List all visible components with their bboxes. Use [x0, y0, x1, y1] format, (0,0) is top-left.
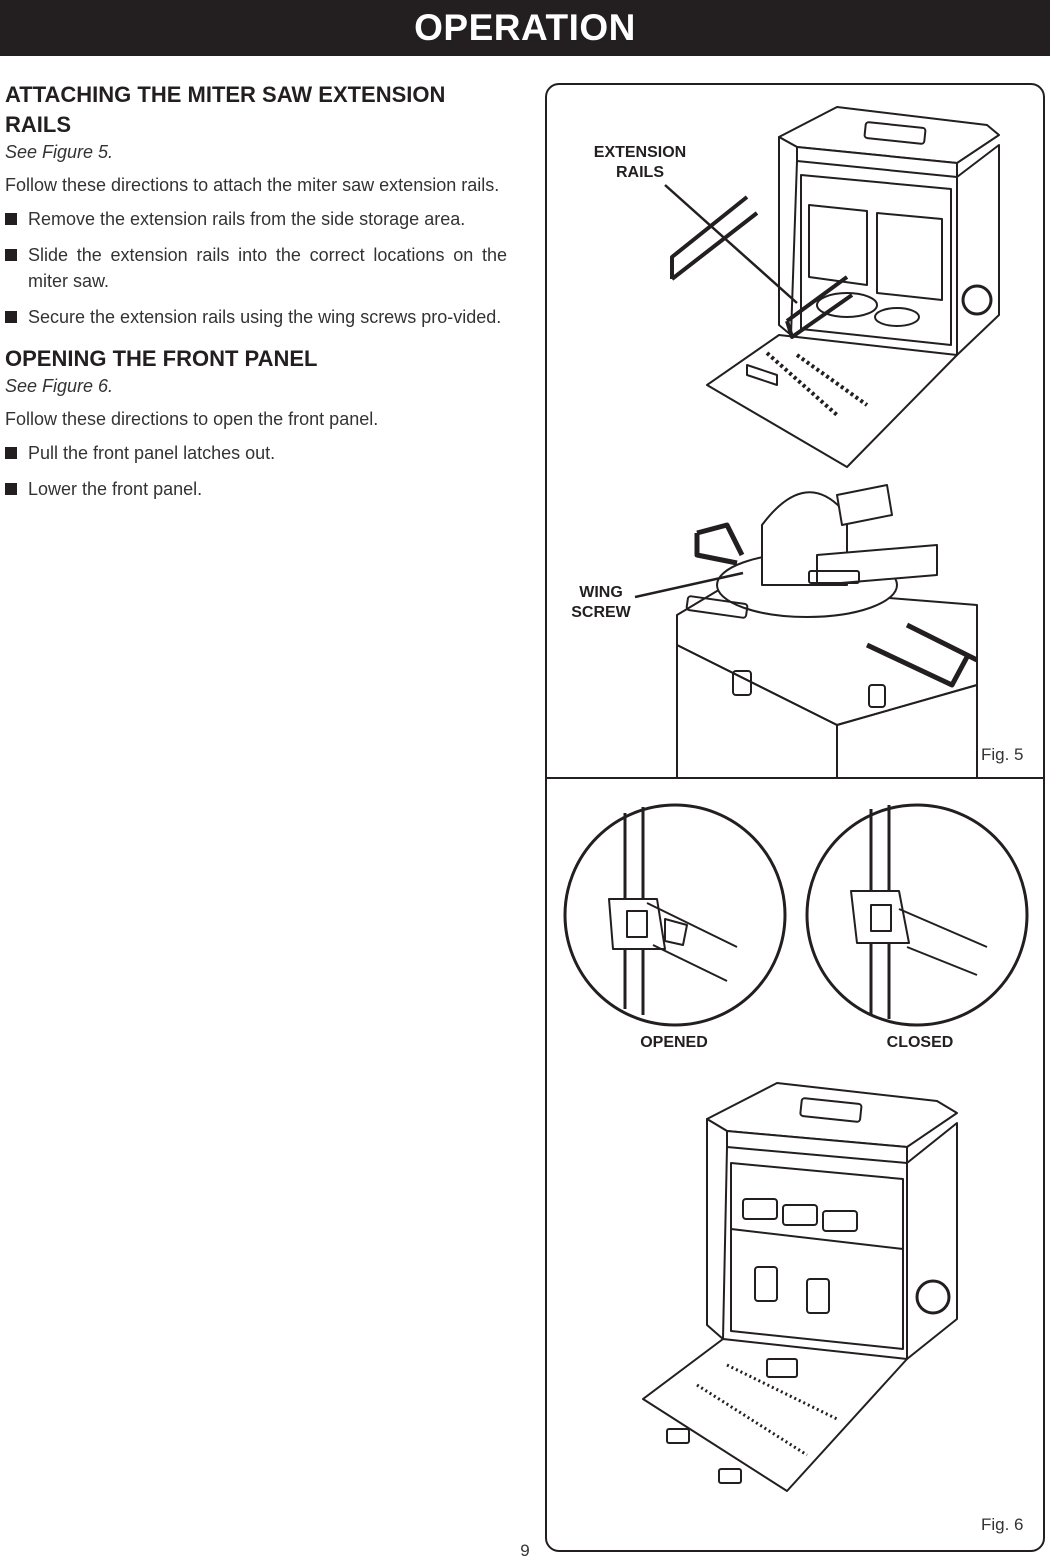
list-item: Remove the extension rails from the side…	[5, 206, 507, 232]
bullet-text: Lower the front panel.	[28, 479, 203, 499]
bullet-text: Remove the extension rails from the side…	[28, 209, 466, 229]
extension-rails-callout: EXTENSION RAILS	[593, 144, 687, 181]
figure-6-illustration	[563, 803, 1029, 1492]
header-title: OPERATION	[414, 7, 636, 48]
bullet-list: Remove the extension rails from the side…	[5, 206, 507, 330]
square-bullet-icon	[5, 249, 17, 261]
intro-paragraph: Follow these directions to attach the mi…	[5, 175, 500, 195]
figure-frame: EXTENSION RAILS WING SCREW Fig. 5	[545, 83, 1045, 1552]
square-bullet-icon	[5, 311, 17, 323]
intro-paragraph: Follow these directions to open the fron…	[5, 409, 379, 429]
figure-5-illustration	[634, 106, 1000, 777]
section-extension-rails: ATTACHING THE MITER SAW EXTENSION RAILS …	[5, 80, 507, 330]
section-heading: OPENING THE FRONT PANEL	[5, 346, 318, 371]
list-item: Slide the extension rails into the corre…	[5, 242, 507, 294]
section-front-panel: OPENING THE FRONT PANEL See Figure 6. Fo…	[5, 344, 507, 502]
square-bullet-icon	[5, 483, 17, 495]
section-header-bar: OPERATION	[0, 0, 1050, 56]
list-item: Pull the front panel latches out.	[5, 440, 507, 466]
opened-label: OPENED	[640, 1034, 708, 1051]
instructions-column: ATTACHING THE MITER SAW EXTENSION RAILS …	[5, 80, 507, 512]
square-bullet-icon	[5, 447, 17, 459]
section-heading: ATTACHING THE MITER SAW EXTENSION RAILS	[5, 82, 446, 137]
figure-5-label: Fig. 5	[981, 745, 1024, 764]
bullet-text: Pull the front panel latches out.	[28, 443, 276, 463]
list-item: Secure the extension rails using the win…	[5, 304, 507, 330]
figure-divider	[547, 777, 1043, 779]
list-item: Lower the front panel.	[5, 476, 507, 502]
bullet-text: Slide the extension rails into the corre…	[28, 245, 507, 291]
wing-screw-callout: WING SCREW	[571, 584, 631, 621]
figure-reference: See Figure 6.	[5, 376, 114, 396]
square-bullet-icon	[5, 213, 17, 225]
figure-6-label: Fig. 6	[981, 1515, 1024, 1534]
figure-reference: See Figure 5.	[5, 142, 114, 162]
closed-label: CLOSED	[886, 1034, 954, 1051]
page-number: 9	[520, 1541, 530, 1560]
bullet-list: Pull the front panel latches out. Lower …	[5, 440, 507, 502]
bullet-text: Secure the extension rails using the win…	[28, 307, 502, 327]
